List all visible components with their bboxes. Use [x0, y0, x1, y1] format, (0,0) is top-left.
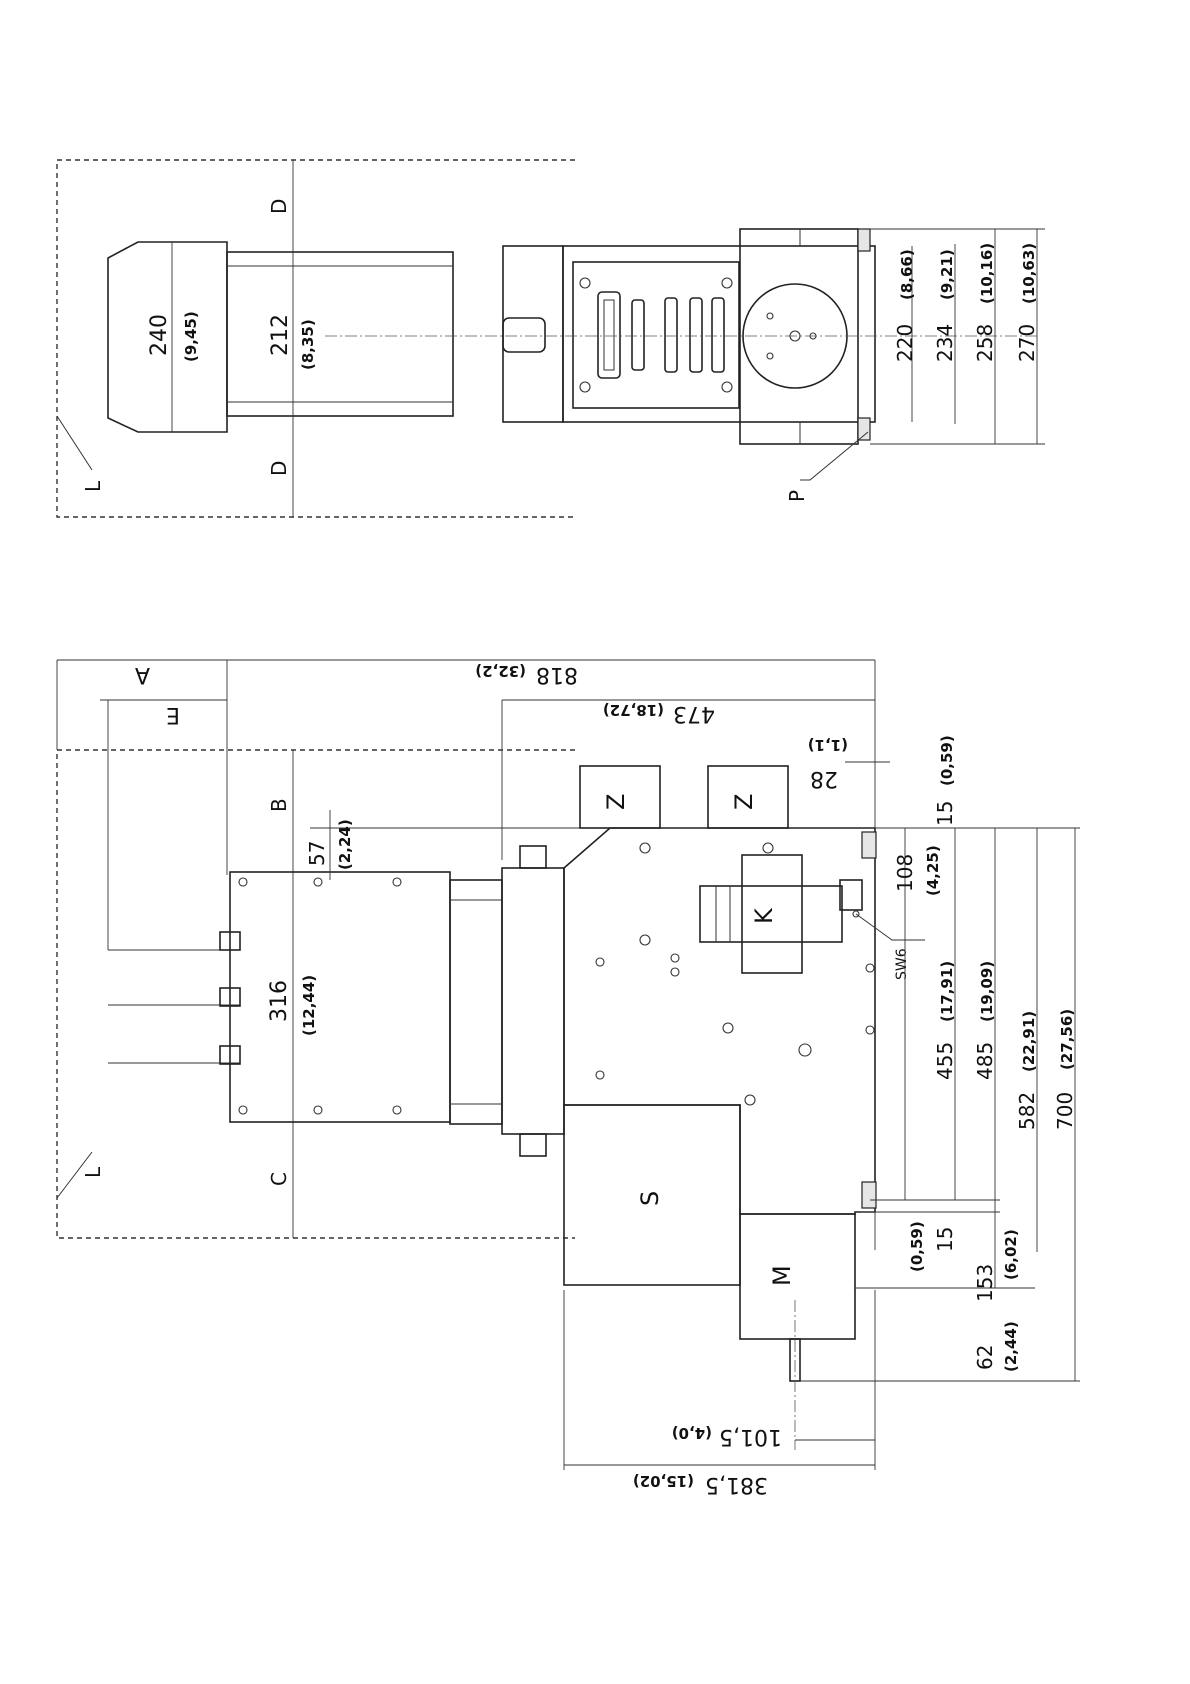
- dim-270: 270: [1015, 324, 1039, 362]
- connector-4: [690, 298, 702, 372]
- side-connector: [502, 868, 564, 1134]
- dim-316: 316: [267, 980, 292, 1022]
- side-rail: [450, 880, 502, 1124]
- dim-153: 153: [973, 1264, 997, 1302]
- dim-15-bottom: 15: [933, 1227, 957, 1252]
- main-unit-top: [563, 246, 875, 422]
- label-SW6: SW6: [894, 948, 910, 980]
- dim-582-inch: (22,91): [1020, 1011, 1038, 1072]
- dim-455: 455: [933, 1042, 957, 1080]
- dim-473: 473: [673, 701, 715, 726]
- dim-381-5: 381,5: [705, 1472, 768, 1497]
- dim-270-inch: (10,63): [1020, 243, 1038, 304]
- dim-57-inch: (2,24): [336, 819, 354, 870]
- dim-212-inch: (8,35): [299, 319, 317, 370]
- dim-28: 28: [810, 766, 838, 791]
- connector-1: [598, 292, 620, 378]
- dim-381-5-inch: (15,02): [633, 1472, 694, 1490]
- dim-220-inch: (8,66): [898, 249, 916, 300]
- connector-2: [632, 300, 644, 370]
- rail-body: [227, 252, 453, 416]
- dim-101-5-inch: (4,0): [672, 1424, 712, 1442]
- dim-582: 582: [1015, 1092, 1039, 1130]
- connector-tab: [503, 318, 545, 352]
- dim-220: 220: [893, 324, 917, 362]
- dim-700-inch: (27,56): [1058, 1009, 1076, 1070]
- label-M: M: [768, 1265, 796, 1286]
- dim-316-inch: (12,44): [300, 975, 318, 1036]
- label-A: A: [135, 662, 150, 687]
- dim-15-top: 15: [933, 801, 957, 826]
- label-L-side: L: [81, 1166, 105, 1178]
- dim-108: 108: [893, 854, 917, 892]
- dim-15-top-inch: (0,59): [938, 735, 956, 786]
- label-B: B: [267, 798, 291, 812]
- connector-5: [712, 298, 724, 372]
- dim-818: 818: [536, 662, 578, 687]
- label-C: C: [267, 1172, 291, 1186]
- dim-234: 234: [933, 324, 957, 362]
- dim-62-inch: (2,44): [1002, 1321, 1020, 1372]
- m-block: [740, 1214, 855, 1339]
- dim-258-inch: (10,16): [978, 243, 996, 304]
- label-E: E: [166, 702, 180, 727]
- dim-485: 485: [973, 1042, 997, 1080]
- top-view: L: [57, 160, 1045, 517]
- dim-108-inch: (4,25): [924, 845, 942, 896]
- side-view: L A E 818 (32,2) 473 (18,72) (1,1) 28 B …: [57, 660, 1080, 1497]
- label-S: S: [636, 1191, 664, 1206]
- dim-101-5: 101,5: [719, 1424, 782, 1449]
- dim-234-inch: (9,21): [938, 249, 956, 300]
- dim-15-bottom-inch: (0,59): [908, 1221, 926, 1272]
- dim-240: 240: [147, 314, 172, 356]
- dim-473-inch: (18,72): [603, 701, 664, 719]
- label-D-lower: D: [267, 461, 291, 476]
- label-P: P: [785, 490, 809, 502]
- connector-3: [665, 298, 677, 372]
- dim-700: 700: [1053, 1092, 1077, 1130]
- label-Z-right: Z: [730, 794, 758, 810]
- dim-485-inch: (19,09): [978, 961, 996, 1022]
- label-L-top: L: [81, 480, 105, 492]
- dim-240-inch: (9,45): [182, 311, 200, 362]
- dim-153-inch: (6,02): [1002, 1229, 1020, 1280]
- dim-455-inch: (17,91): [938, 961, 956, 1022]
- label-K: K: [750, 907, 778, 924]
- dim-818-inch: (32,2): [475, 662, 526, 680]
- dim-212: 212: [268, 314, 293, 356]
- dim-57: 57: [305, 841, 329, 866]
- connector-block: [503, 246, 563, 422]
- label-D-upper: D: [267, 199, 291, 214]
- dim-258: 258: [973, 324, 997, 362]
- label-Z-left: Z: [602, 794, 630, 810]
- dim-28-inch: (1,1): [808, 736, 848, 754]
- side-tray: [230, 872, 450, 1122]
- dim-62: 62: [973, 1345, 997, 1370]
